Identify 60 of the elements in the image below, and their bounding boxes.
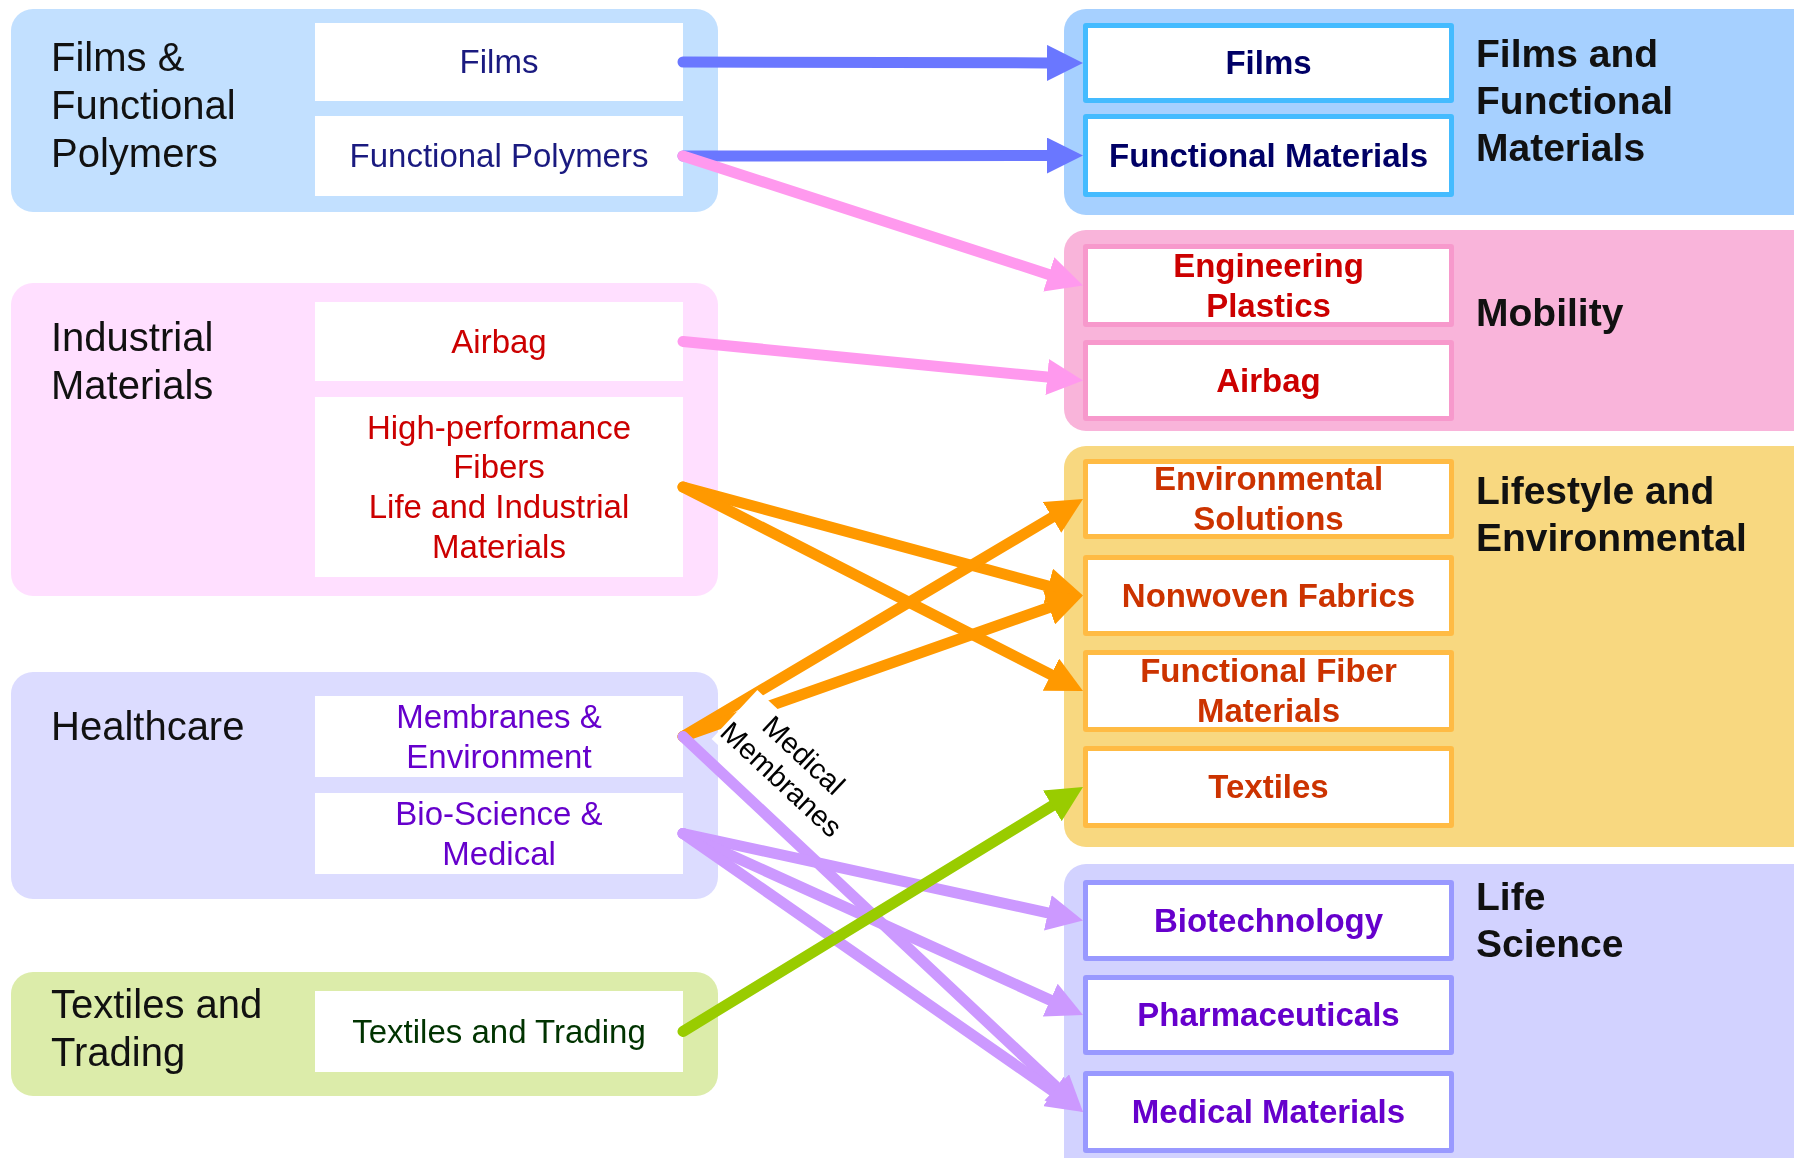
item-label: Functional Materials: [1107, 135, 1430, 176]
item-label: Pharmaceuticals: [1136, 995, 1401, 1035]
item-box: [315, 23, 683, 101]
category-heading: Healthcare: [51, 703, 246, 750]
item-label: Textiles: [1207, 767, 1330, 807]
item-box: [1083, 650, 1454, 732]
category-heading: Lifestyle and Environmental: [1476, 468, 1748, 561]
item-label: Medical Materials: [1130, 1092, 1407, 1132]
item-box: [315, 991, 683, 1072]
item-label: Textiles and Trading: [351, 1011, 647, 1052]
category-heading: Films and Functional Materials: [1476, 31, 1675, 171]
item-label: Airbag: [450, 321, 548, 362]
item-box: [315, 696, 683, 777]
item-box: [1083, 746, 1454, 828]
item-box: [315, 397, 683, 577]
arrow: [677, 481, 1083, 691]
item-label: Films: [458, 42, 540, 82]
arrow: [677, 828, 1083, 1112]
arrow: [677, 150, 1083, 292]
item-box: [315, 116, 683, 196]
category-panel: [11, 283, 718, 596]
item-label: Environmental Solutions: [1152, 459, 1385, 539]
category-panel: [1064, 864, 1794, 1158]
item-label: Engineering Plastics: [1172, 245, 1365, 326]
item-box: [1083, 340, 1454, 421]
item-box: [1083, 975, 1454, 1055]
category-panel: [11, 972, 718, 1096]
item-box: [315, 302, 683, 381]
category-heading: Films & Functional Polymers: [51, 34, 237, 177]
category-panel: [11, 672, 718, 899]
item-label: Airbag: [1215, 360, 1322, 401]
category-panel: [1064, 446, 1794, 847]
item-label: Bio-Science & Medical: [394, 793, 604, 874]
item-box: [1083, 1071, 1454, 1153]
category-heading: Life Science: [1476, 874, 1625, 967]
item-box: [315, 793, 683, 874]
item-box: [1083, 23, 1454, 103]
arrow: [677, 590, 1083, 742]
category-heading: Textiles and Trading: [51, 981, 264, 1076]
item-label: Life and Industrial Materials: [367, 487, 631, 567]
item-box: [1083, 114, 1454, 197]
item-label: Films: [1224, 43, 1313, 83]
arrow: [677, 731, 1083, 1112]
item-box: [1083, 555, 1454, 636]
item-label: Functional Fiber Materials: [1139, 651, 1398, 731]
item-label: Biotechnology: [1152, 900, 1385, 941]
category-panel: [1064, 9, 1794, 215]
arrow: [677, 44, 1083, 81]
item-box: [1083, 244, 1454, 327]
item-box: [1083, 459, 1454, 539]
category-heading: Industrial Materials: [51, 314, 215, 409]
category-heading: Mobility: [1476, 290, 1625, 336]
arrow: [677, 336, 1083, 395]
category-panel: [1064, 230, 1794, 431]
item-label: Functional Polymers: [348, 136, 650, 176]
item-label: Membranes & Environment: [395, 696, 603, 777]
category-panel: [11, 9, 718, 212]
item-label: High-performance Fibers: [365, 407, 633, 487]
item-label: Nonwoven Fabrics: [1120, 575, 1417, 616]
item-box: [1083, 880, 1454, 961]
